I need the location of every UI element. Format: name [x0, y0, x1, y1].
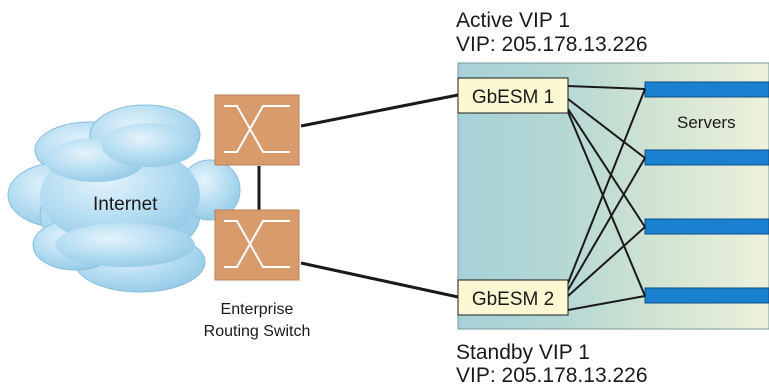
servers-label: Servers	[677, 113, 736, 132]
switch-icon	[224, 105, 290, 153]
internet-cloud	[7, 104, 241, 293]
mesh-links	[567, 85, 646, 311]
server-blade-3	[644, 218, 769, 235]
server-blade-2	[644, 149, 769, 166]
active-vip-title: Active VIP 1	[456, 9, 570, 32]
routing-switch-top	[214, 94, 300, 166]
internet-label: Internet	[93, 194, 158, 215]
server-blade-1	[644, 81, 769, 98]
server-blade-4	[644, 287, 769, 304]
active-vip-address: VIP: 205.178.13.226	[456, 33, 648, 56]
standby-vip-address: VIP: 205.178.13.226	[456, 364, 648, 386]
uplink-switch1-gbesm1	[300, 93, 459, 128]
routing-switch-bottom	[214, 209, 300, 281]
gbesm-1-module: GbESM 1	[457, 77, 569, 114]
uplink-switch2-gbesm2	[300, 261, 459, 299]
switch-icon	[224, 220, 290, 268]
gbesm-2-module: GbESM 2	[457, 279, 569, 316]
gbesm-1-label: GbESM 1	[472, 87, 554, 108]
standby-vip-title: Standby VIP 1	[456, 341, 590, 364]
gbesm-2-label: GbESM 2	[472, 289, 554, 310]
switch-label-line2: Routing Switch	[204, 323, 311, 340]
switch-label-line1: Enterprise	[221, 301, 294, 318]
